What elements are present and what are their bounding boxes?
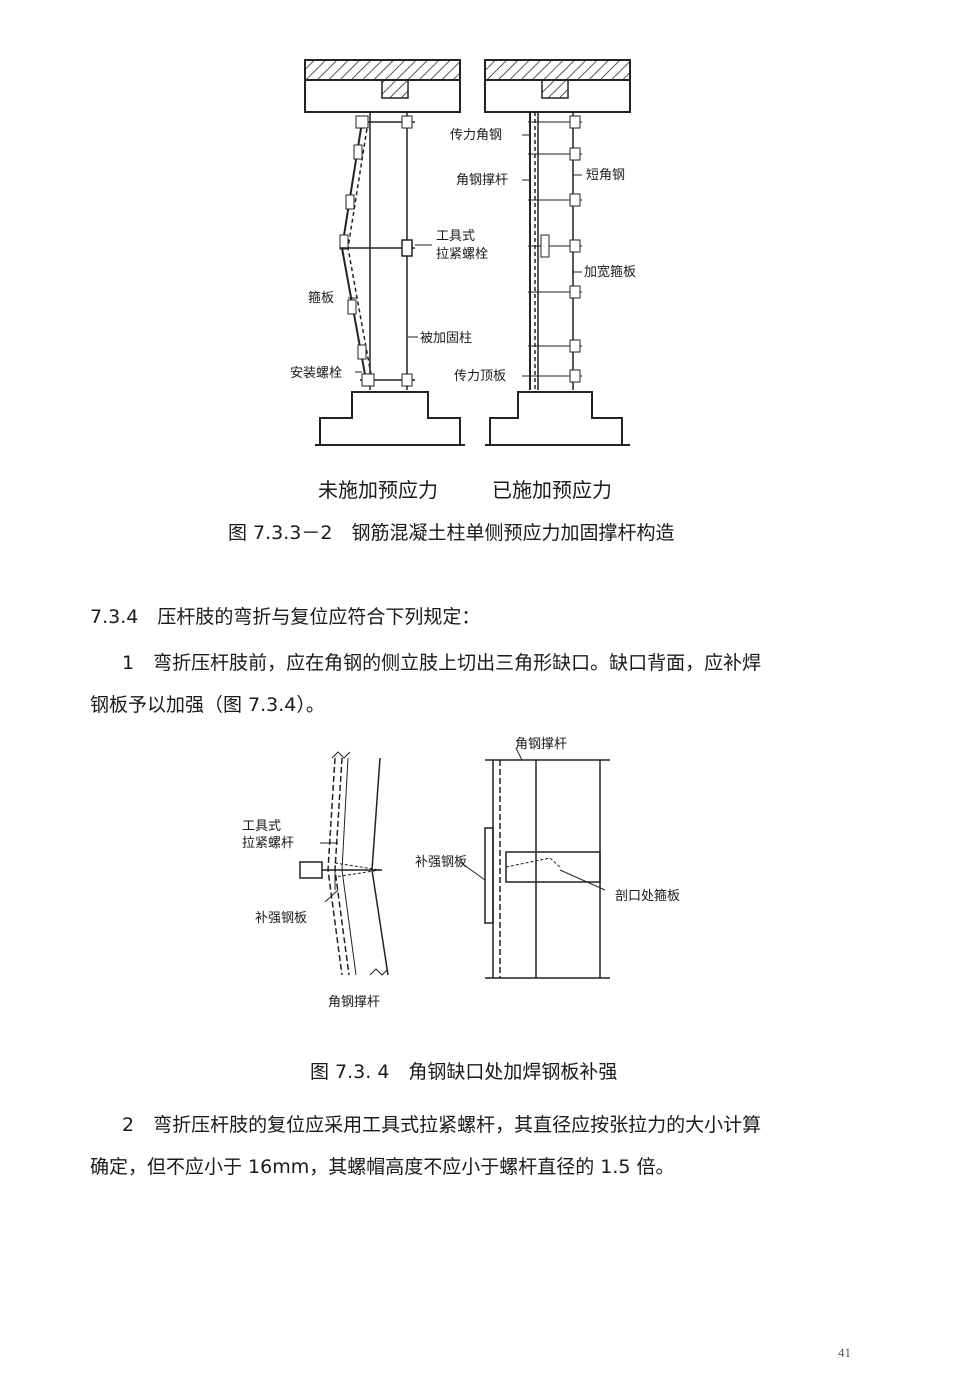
label-angle-strut-bottom: 角钢撑杆	[328, 995, 380, 1010]
subcaption-prestressed: 已施加预应力	[492, 478, 612, 502]
right-foundation	[485, 391, 630, 446]
page-number: 41	[838, 1345, 851, 1360]
label-angle-strut-top: 角钢撑杆	[515, 737, 567, 752]
figure-caption-7-3-3-2: 图 7.3.3－2 钢筋混凝土柱单侧预应力加固撑杆构造	[228, 522, 675, 544]
label-cut-hoop-plate: 剖口处箍板	[615, 888, 680, 904]
figure-7-3-3-2-diagram: 传力角钢 角钢撑杆 短角钢 工具式 拉紧螺栓 加宽箍板 箍板 被加固柱 安装螺栓…	[290, 59, 636, 446]
right-beam	[484, 59, 631, 113]
label-short-angle: 短角钢	[586, 168, 625, 183]
label-widened-plate: 加宽箍板	[584, 264, 636, 280]
left-beam	[304, 59, 461, 113]
item1-line2: 钢板予以加强（图 7.3.4）。	[90, 694, 325, 716]
item2-line1: 2 弯折压杆肢的复位应采用工具式拉紧螺杆，其直径应按张拉力的大小计算	[122, 1114, 762, 1136]
label-reinforce-plate-right: 补强钢板	[415, 855, 467, 870]
bent-angle-strut	[340, 121, 367, 381]
figure-7-3-4-diagram: 工具式 拉紧螺杆 补强钢板 角钢撑杆 角钢撑杆 补强钢板 剖口处箍板	[242, 737, 680, 1010]
figure-caption-7-3-4: 图 7.3. 4 角钢缺口处加焊钢板补强	[310, 1061, 618, 1083]
label-transfer-top-plate: 传力顶板	[454, 369, 506, 384]
label-angle-strut: 角钢撑杆	[456, 173, 508, 188]
right-column	[484, 759, 610, 979]
label-tool-bolt-1: 工具式	[436, 229, 475, 244]
item1-line1: 1 弯折压杆肢前，应在角钢的侧立肢上切出三角形缺口。缺口背面，应补焊	[122, 652, 762, 674]
subcaption-unprestressed: 未施加预应力	[318, 478, 438, 502]
label-install-bolt: 安装螺栓	[290, 366, 342, 381]
label-tool-bolt-2: 拉紧螺栓	[436, 247, 488, 262]
left-foundation	[315, 391, 465, 446]
label-reinforce-plate-left: 补强钢板	[255, 911, 307, 926]
label-transfer-angle: 传力角钢	[450, 128, 502, 143]
item2-line2: 确定，但不应小于 16mm，其螺帽高度不应小于螺杆直径的 1.5 倍。	[90, 1156, 675, 1178]
label-tool-rod-2: 拉紧螺杆	[242, 836, 294, 851]
right-bolts	[528, 115, 582, 383]
label-hoop-plate: 箍板	[308, 290, 334, 306]
label-reinforced-column: 被加固柱	[420, 331, 472, 346]
section-heading-7-3-4: 7.3.4 压杆肢的弯折与复位应符合下列规定：	[90, 606, 481, 628]
label-tool-rod-1: 工具式	[242, 819, 281, 834]
